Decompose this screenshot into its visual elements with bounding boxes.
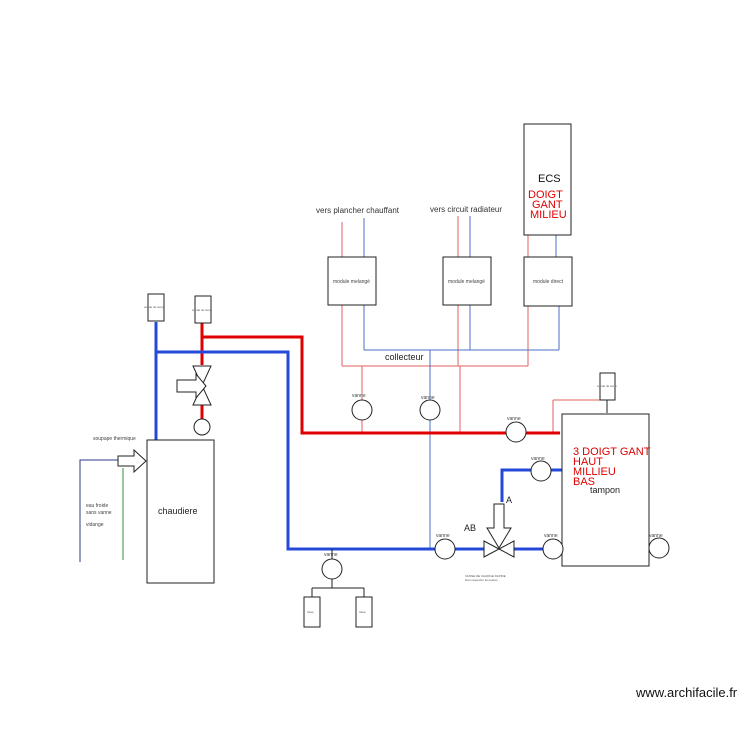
- module-melange-2: [442, 256, 492, 306]
- vanne-5[interactable]: [648, 537, 670, 559]
- hot-main-pipe: [200, 322, 560, 435]
- sensor-2: [194, 295, 212, 324]
- module-melange-1: [327, 256, 377, 306]
- vanne-2[interactable]: [419, 399, 441, 421]
- collecteur-label: collecteur: [385, 352, 424, 362]
- eau-froide-2: sans vanne: [86, 510, 112, 516]
- vanne-label-4: vanne: [531, 456, 545, 462]
- vanne-1[interactable]: [351, 399, 373, 421]
- vanne-charge-sub: bien respecter les lettres: [465, 578, 498, 582]
- tampon-red-3: MILLIEU: [573, 466, 616, 478]
- vanne-label-6: vanne: [436, 533, 450, 539]
- vanne-label-8: vanne: [324, 552, 338, 558]
- sensor-3-label: sonde de temp.: [597, 384, 618, 388]
- vanne-3[interactable]: [505, 421, 527, 443]
- vanne-4[interactable]: [530, 460, 552, 482]
- valve-chaudiere-top: [193, 418, 211, 436]
- sensor-1: [147, 293, 165, 322]
- soupape-arrow: [117, 448, 147, 474]
- three-way-valve-chaudiere: [176, 365, 212, 406]
- watermark: www.archifacile.fr: [635, 685, 738, 700]
- tampon-red-4: BAS: [573, 476, 595, 488]
- ab-label: AB: [464, 523, 476, 533]
- ecs-red-1: DOIGT: [528, 189, 563, 201]
- ecs-tank: [523, 123, 572, 236]
- vanne-label-2: vanne: [421, 395, 435, 401]
- ecs-red-3: MILIEU: [530, 209, 567, 221]
- chaudiere: [146, 439, 215, 584]
- vase-1-label: Vase: [307, 610, 314, 614]
- vase-2: [355, 596, 373, 628]
- radiateur-label: vers circuit radiateur: [430, 205, 502, 214]
- a-label: A: [506, 495, 512, 505]
- module-direct: [523, 256, 573, 307]
- collector-pipes: [341, 216, 608, 549]
- vanne-label-1: vanne: [352, 393, 366, 399]
- sensor-2-label: sonde de temp.: [192, 308, 213, 312]
- vanne-label-5: vanne: [649, 533, 663, 539]
- charge-valve: [483, 503, 515, 558]
- vidange-label: vidange: [86, 522, 104, 528]
- module-melange-1-label: module melangé: [333, 279, 370, 285]
- module-melange-2-label: module melangé: [448, 279, 485, 285]
- vase-1: [303, 596, 321, 628]
- tampon-label: tampon: [590, 485, 620, 495]
- vanne-7[interactable]: [542, 538, 564, 560]
- soupape-label: soupape thermique: [93, 436, 136, 442]
- sensor-1-label: sonde de temp.: [144, 305, 165, 309]
- vase-2-label: Vase: [359, 610, 366, 614]
- sensor-3: [599, 372, 616, 401]
- vanne-label-7: vanne: [544, 533, 558, 539]
- vanne-label-3: vanne: [507, 416, 521, 422]
- ecs-red-2: GANT: [532, 199, 563, 211]
- inlet-lines: [79, 459, 124, 562]
- tampon-tank: [561, 413, 650, 567]
- tampon-red-2: HAUT: [573, 456, 603, 468]
- vanne-charge-label: VANNE DE CHARGE RAPIDE: [465, 574, 506, 578]
- module-direct-label: module direct: [533, 279, 564, 285]
- eau-froide-1: eau froide: [86, 503, 108, 509]
- vanne-6[interactable]: [434, 538, 456, 560]
- vanne-8[interactable]: [321, 558, 343, 580]
- tampon-red-1: 3 DOIGT GANT: [573, 446, 651, 458]
- plancher-label: vers plancher chauffant: [316, 206, 400, 215]
- ecs-label: ECS: [538, 173, 561, 185]
- chaudiere-label: chaudiere: [158, 506, 198, 516]
